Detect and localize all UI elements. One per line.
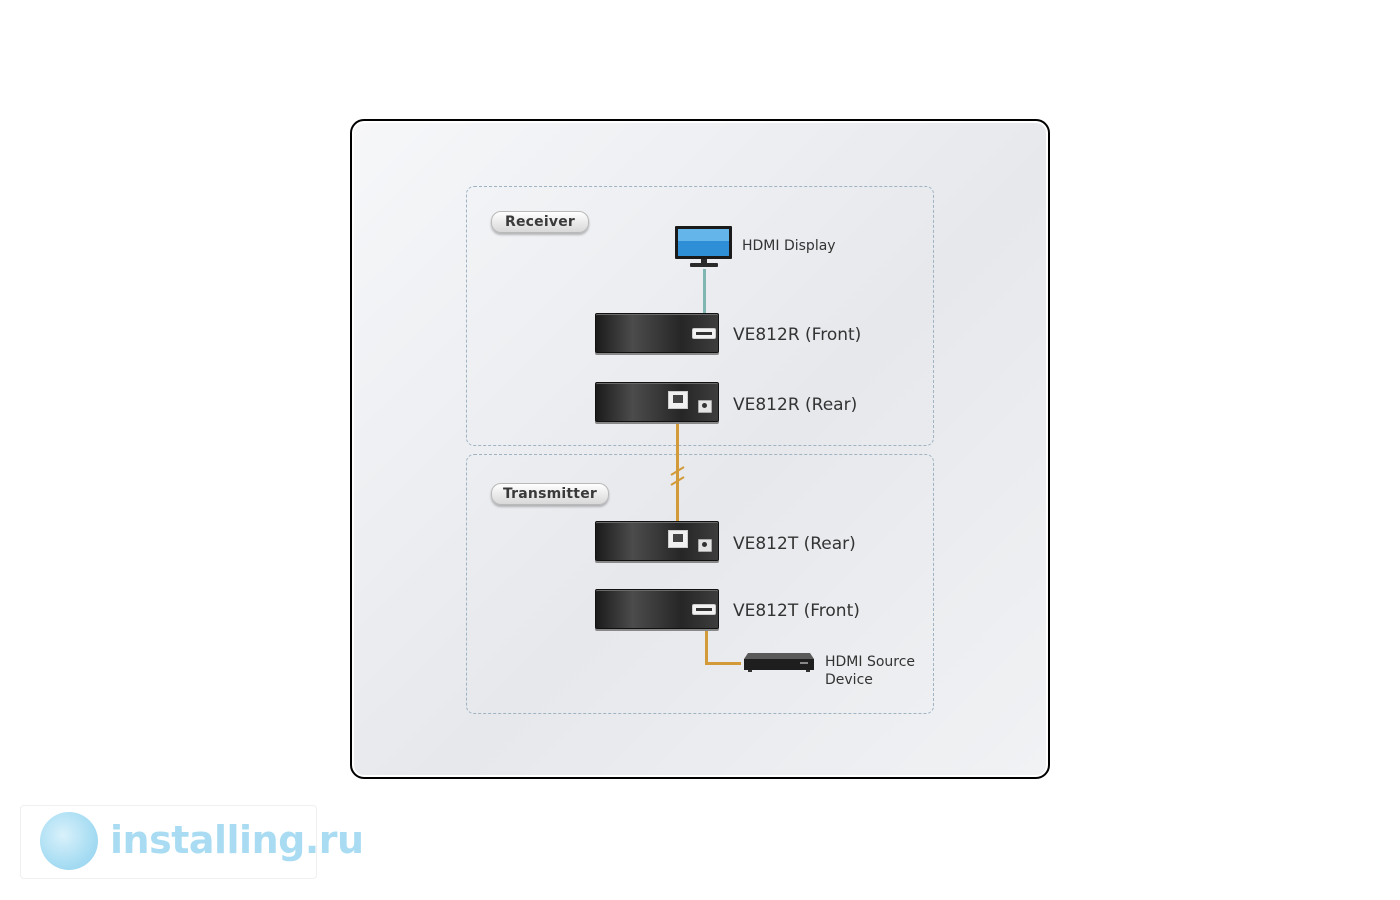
transmitter-label: Transmitter: [491, 483, 609, 505]
ve812r-front-label: VE812R (Front): [733, 325, 862, 345]
ve812t-rear-label: VE812T (Rear): [733, 534, 856, 554]
ve812r-rear-unit: [595, 382, 719, 422]
transmitter-group: [466, 454, 934, 714]
receiver-group: [466, 186, 934, 446]
ve812r-front-unit: [595, 313, 719, 353]
hdmi-source-device-icon: [744, 653, 814, 672]
rj45-port-icon: [668, 530, 688, 548]
watermark-text: installing.ru: [110, 818, 364, 862]
hdmi-display-cable: [703, 269, 706, 337]
ve812t-front-unit: [595, 589, 719, 629]
hdmi-source-cable-h: [705, 662, 741, 665]
cat-cable: [676, 403, 679, 527]
hdmi-source-label-line1: HDMI Source: [825, 654, 916, 670]
hdmi-port-icon: [692, 328, 716, 339]
hdmi-display-label: HDMI Display: [742, 238, 836, 254]
hdmi-source-label: HDMI Source Device: [825, 653, 915, 689]
diagram-frame: Receiver Transmitter HDMI Display VE812R…: [350, 119, 1050, 779]
hdmi-port-icon: [692, 604, 716, 615]
power-port-icon: [698, 539, 712, 552]
installing-logo-icon: [40, 812, 98, 870]
hdmi-source-label-line2: Device: [825, 672, 873, 688]
cable-break-icon: [670, 466, 685, 486]
receiver-label: Receiver: [491, 211, 589, 233]
watermark: installing.ru: [20, 805, 364, 879]
rj45-port-icon: [668, 391, 688, 409]
power-port-icon: [698, 400, 712, 413]
hdmi-source-cable-v: [705, 625, 708, 665]
ve812t-rear-unit: [595, 521, 719, 561]
ve812r-rear-label: VE812R (Rear): [733, 395, 858, 415]
hdmi-display-icon: [675, 226, 732, 267]
ve812t-front-label: VE812T (Front): [733, 601, 860, 621]
